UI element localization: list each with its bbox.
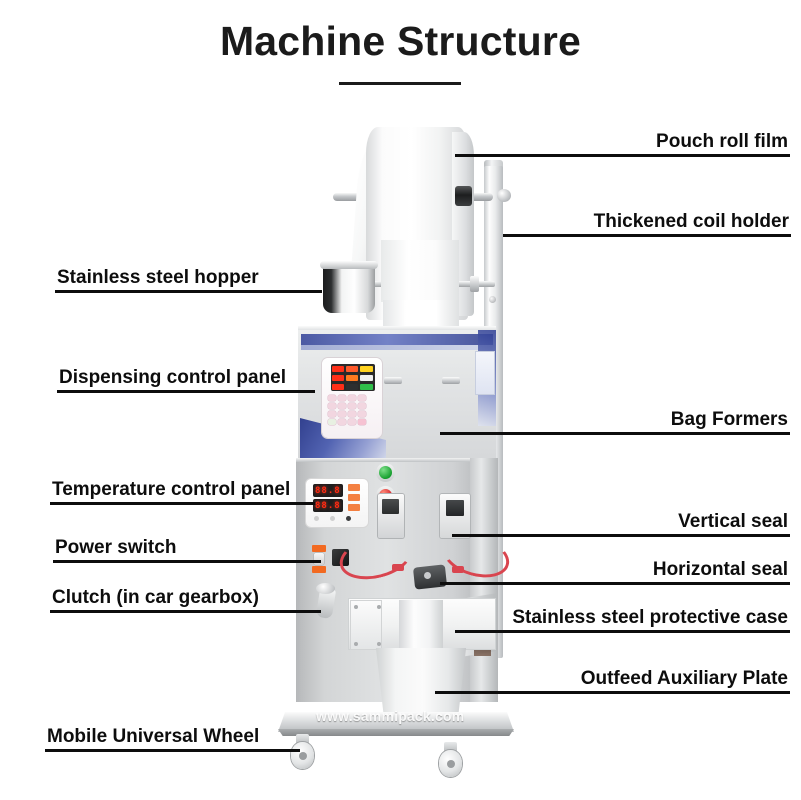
callout-dispensing-control-panel-leader — [57, 389, 315, 393]
title-underline — [339, 82, 461, 85]
callout-stainless-steel-hopper-leader — [55, 289, 322, 293]
temp-knob-2[interactable] — [330, 516, 335, 521]
temp-knob-1[interactable] — [314, 516, 319, 521]
callout-pouch-roll-film-label: Pouch roll film — [656, 131, 788, 152]
power-switch[interactable] — [314, 553, 324, 565]
callout-clutch-label: Clutch (in car gearbox) — [52, 587, 259, 608]
upper-cabinet-top — [298, 326, 496, 333]
callout-stainless-steel-hopper: Stainless steel hopper — [55, 268, 322, 293]
callout-vertical-seal-leader — [452, 533, 790, 537]
callout-power-switch: Power switch — [53, 538, 321, 563]
callout-clutch: Clutch (in car gearbox) — [50, 588, 321, 613]
callout-outfeed-auxiliary-plate-leader — [435, 690, 790, 694]
cable-tip-right — [452, 566, 464, 573]
led-row-2 — [332, 374, 374, 382]
right-sticker — [476, 352, 494, 394]
hopper-rim — [320, 261, 378, 269]
callout-bag-formers: Bag Formers — [440, 410, 790, 435]
callout-clutch-leader — [50, 609, 321, 613]
callout-vertical-seal-label: Vertical seal — [678, 511, 788, 532]
vertical-seal-heater — [382, 499, 399, 514]
machine-base-edge — [278, 729, 514, 736]
outfeed-auxiliary-plate — [375, 648, 467, 716]
callout-mobile-universal-wheel: Mobile Universal Wheel — [45, 727, 300, 752]
temperature-display-line1: 88.8 — [313, 484, 343, 497]
callout-temperature-control-panel-label: Temperature control panel — [52, 479, 291, 500]
callout-bag-formers-leader — [440, 431, 790, 435]
temperature-display-line2: 88.8 — [313, 499, 343, 512]
callout-stainless-steel-protective-case-leader — [455, 629, 790, 633]
temp-tag-1 — [348, 484, 360, 491]
callout-horizontal-seal-leader — [440, 581, 790, 585]
callout-thickened-coil-holder-label: Thickened coil holder — [593, 211, 789, 232]
coil-holder-bolt — [489, 296, 496, 303]
callout-outfeed-auxiliary-plate: Outfeed Auxiliary Plate — [435, 669, 790, 694]
callout-thickened-coil-holder-leader — [503, 233, 791, 237]
callout-stainless-steel-hopper-label: Stainless steel hopper — [57, 267, 259, 288]
machine-base-plate — [278, 712, 514, 732]
callout-power-switch-leader — [53, 559, 321, 563]
power-switch-label-bottom — [312, 566, 326, 573]
callout-pouch-roll-film: Pouch roll film — [455, 132, 790, 157]
callout-mobile-universal-wheel-leader — [45, 748, 300, 752]
temperature-value-1: 88.8 — [315, 486, 341, 496]
film-web-upper — [381, 240, 459, 302]
callout-dispensing-control-panel: Dispensing control panel — [57, 368, 315, 393]
dispensing-control-panel[interactable] — [322, 358, 382, 438]
coil-holder-knob — [497, 189, 511, 202]
dispensing-keypad[interactable] — [328, 395, 376, 433]
callout-horizontal-seal: Horizontal seal — [440, 560, 790, 585]
led-row-3 — [332, 383, 374, 391]
callout-mobile-universal-wheel-label: Mobile Universal Wheel — [47, 726, 260, 747]
case-screw-3 — [377, 605, 381, 609]
tube-clamp-bolt — [424, 572, 431, 579]
caster-hub-right — [447, 760, 455, 768]
upper-cabinet-blue-band-light — [301, 345, 493, 350]
temp-tag-3 — [348, 504, 360, 511]
led-row-1 — [332, 365, 374, 373]
callout-power-switch-label: Power switch — [55, 537, 177, 558]
cable-tip-left — [392, 564, 404, 571]
callout-horizontal-seal-label: Horizontal seal — [652, 559, 788, 580]
power-switch-label-top — [312, 545, 326, 552]
right-column — [470, 458, 498, 702]
coil-holder-cap — [484, 160, 503, 169]
horizontal-seal-heater — [446, 500, 464, 516]
temp-knob-3[interactable] — [346, 516, 351, 521]
clutch-knob[interactable] — [316, 583, 335, 594]
film-guide-bracket — [470, 276, 479, 292]
case-screw-2 — [354, 642, 358, 646]
lower-cabinet-seam — [296, 458, 498, 462]
callout-vertical-seal: Vertical seal — [452, 512, 790, 537]
caster-hub-left — [299, 752, 307, 760]
callout-bag-formers-label: Bag Formers — [670, 409, 788, 430]
temp-tag-2 — [348, 494, 360, 501]
callout-temperature-control-panel-leader — [50, 501, 315, 505]
temperature-value-2: 88.8 — [315, 501, 341, 511]
case-screw-1 — [354, 605, 358, 609]
callout-dispensing-control-panel-label: Dispensing control panel — [59, 367, 286, 388]
dispensing-led-display — [331, 364, 375, 391]
callout-stainless-steel-protective-case-label: Stainless steel protective case — [512, 607, 788, 628]
start-button[interactable] — [379, 466, 392, 479]
watermark: www.sammipack.com — [316, 708, 465, 724]
film-clamp-left — [384, 377, 402, 384]
callout-temperature-control-panel: Temperature control panel — [50, 480, 315, 505]
roll-film-hub — [455, 186, 472, 206]
callout-thickened-coil-holder: Thickened coil holder — [503, 212, 791, 237]
page-title: Machine Structure — [219, 18, 582, 64]
callout-outfeed-auxiliary-plate-label: Outfeed Auxiliary Plate — [580, 668, 788, 689]
upper-cabinet-blue-band — [301, 334, 493, 345]
callout-stainless-steel-protective-case: Stainless steel protective case — [455, 608, 790, 633]
callout-pouch-roll-film-leader — [455, 153, 790, 157]
film-clamp-right — [442, 377, 460, 384]
stainless-steel-hopper — [323, 265, 375, 313]
case-screw-4 — [377, 642, 381, 646]
power-socket-plate — [332, 549, 349, 566]
